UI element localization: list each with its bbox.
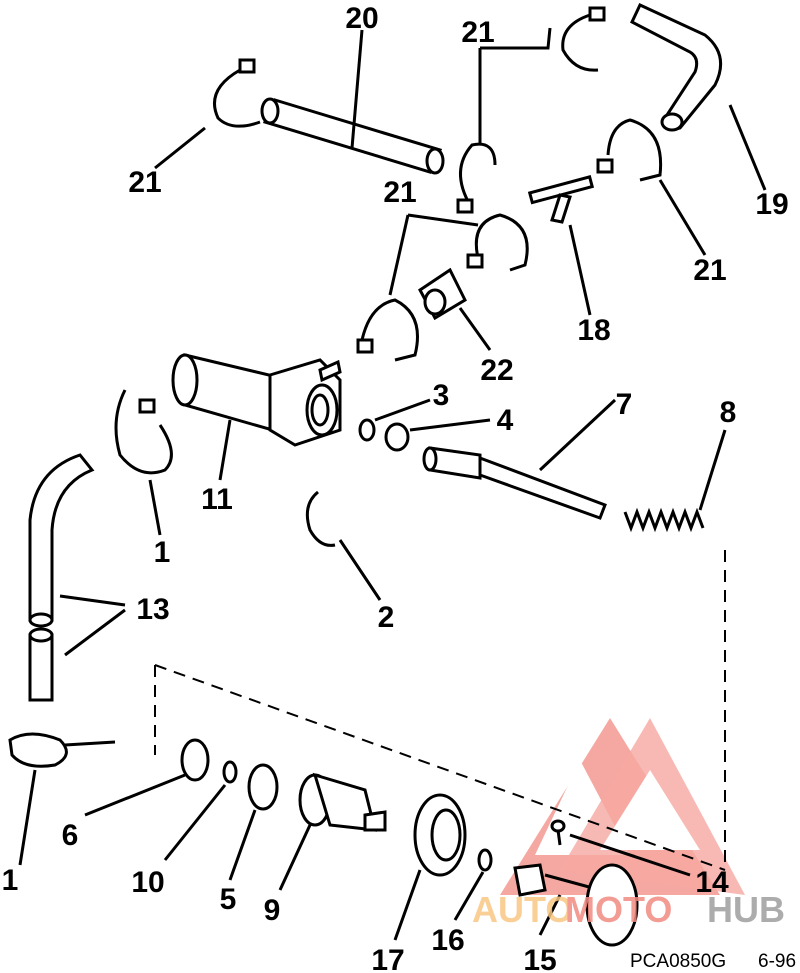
- callout-14: 14: [695, 866, 729, 899]
- callout-21: 21: [461, 16, 494, 49]
- watermark-logo: [500, 718, 745, 895]
- clamp-1-upper: [114, 389, 173, 475]
- callout-15: 15: [523, 944, 556, 973]
- figure-code: PCA0850G: [630, 951, 726, 972]
- leader-lines: [18, 27, 767, 941]
- callout-22: 22: [480, 354, 513, 387]
- clamp-21-lower: [356, 298, 419, 362]
- clamp-21-right: [596, 118, 663, 182]
- watermark-moto: MOTO: [565, 889, 672, 930]
- callout-5: 5: [220, 883, 237, 916]
- o-ring-3: [358, 418, 376, 442]
- clamp-21-mid: [456, 142, 497, 214]
- callout-11: 11: [201, 483, 233, 516]
- hose-13: [28, 453, 95, 702]
- callout-16: 16: [431, 924, 464, 957]
- valve-15: [513, 863, 639, 947]
- watermark-text: AUTO MOTO HUB: [472, 889, 785, 930]
- date-code: 6-96: [758, 951, 796, 972]
- callout-1: 1: [154, 536, 171, 569]
- screw-14: [550, 819, 691, 877]
- tee-fitting-18: [527, 175, 595, 224]
- fitting-9: [298, 772, 387, 832]
- o-ring-10: [222, 760, 238, 784]
- callout-13: 13: [136, 593, 169, 626]
- o-ring-16: [477, 848, 493, 872]
- callout-7: 7: [616, 388, 633, 421]
- spring-8: [623, 507, 705, 533]
- callout-19: 19: [755, 188, 788, 221]
- clamp-21-top: [561, 6, 606, 72]
- retaining-ring-2: [305, 490, 336, 547]
- sleeve-22: [418, 267, 467, 321]
- callout-17: 17: [371, 944, 404, 973]
- callout-18: 18: [577, 314, 610, 347]
- clamp-1-lower: [8, 732, 116, 768]
- assembly-line: [154, 664, 726, 871]
- seal-ring-5: [247, 763, 279, 811]
- callout-21: 21: [383, 176, 416, 209]
- callout-6: 6: [62, 819, 79, 852]
- callout-10: 10: [131, 866, 164, 899]
- o-ring-4: [384, 422, 410, 452]
- washer-6: [180, 738, 210, 782]
- callout-8: 8: [720, 396, 737, 429]
- callout-2: 2: [378, 601, 395, 634]
- callout-3: 3: [433, 379, 450, 412]
- shaft-7: [422, 446, 607, 520]
- callout-21: 21: [693, 254, 726, 287]
- callout-21: 21: [128, 166, 161, 199]
- cover-17: [413, 793, 467, 877]
- callout-4: 4: [497, 404, 514, 437]
- watermark-hub: HUB: [707, 889, 785, 930]
- body-11: [171, 353, 342, 447]
- clamp-21-center: [466, 213, 529, 272]
- watermark-auto: AUTO: [472, 889, 573, 930]
- callout-9: 9: [264, 894, 281, 927]
- hose-19: [630, 3, 723, 132]
- callout-1: 1: [2, 864, 19, 897]
- callout-20: 20: [345, 2, 378, 35]
- clamp-21-top-left: [213, 58, 261, 128]
